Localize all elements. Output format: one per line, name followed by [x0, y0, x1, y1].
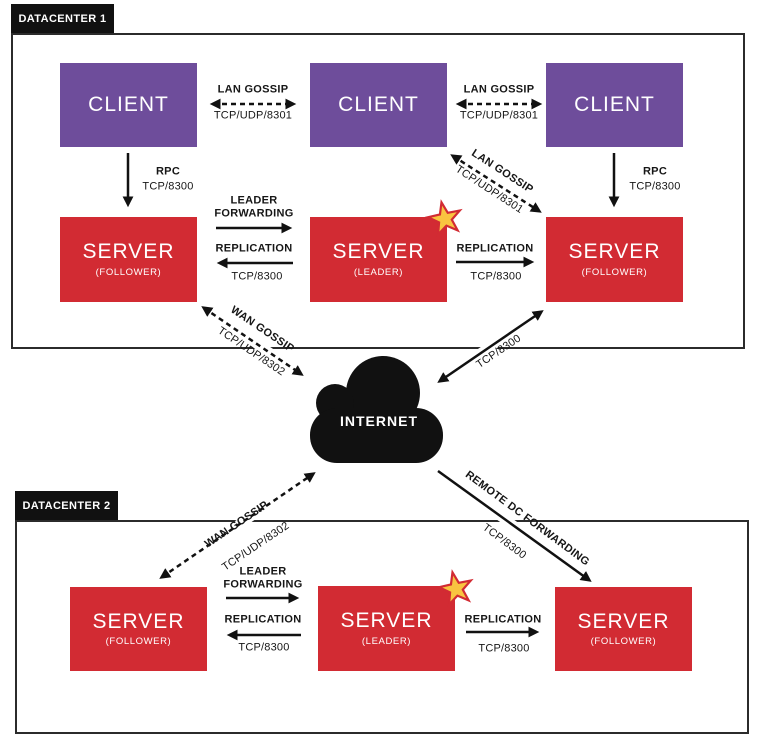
dc1-client-1-title: CLIENT: [88, 92, 169, 116]
dc1-client-2-title: CLIENT: [338, 92, 419, 116]
datacenter-1-label: DATACENTER 1: [11, 4, 114, 33]
dc2-server-1-role: (FOLLOWER): [105, 636, 172, 648]
dc1-client-3-title: CLIENT: [574, 92, 655, 116]
dc1-server-3-role: (FOLLOWER): [581, 266, 648, 278]
rpc-left-port: TCP/8300: [142, 180, 194, 193]
dc1-client-2: CLIENT: [310, 63, 447, 147]
replication-dc2-right-title: REPLICATION: [464, 613, 542, 626]
datacenter-2-label: DATACENTER 2: [15, 491, 118, 520]
internet-cloud: [310, 356, 443, 463]
datacenter-2-label-text: DATACENTER 2: [22, 499, 111, 512]
replication-dc2-left-title: REPLICATION: [224, 613, 302, 626]
datacenter-1-frame: [11, 33, 745, 349]
dc2-server-1-title: SERVER: [92, 609, 185, 633]
dc2-server-follower-2: SERVER (FOLLOWER): [555, 587, 692, 671]
dc1-server-leader: SERVER (LEADER): [310, 217, 447, 302]
lan-gossip-right-port: TCP/UDP/8301: [459, 109, 539, 122]
replication-dc2-left-port: TCP/8300: [238, 641, 290, 654]
dc1-client-1: CLIENT: [60, 63, 197, 147]
dc1-server-2-title: SERVER: [332, 240, 425, 264]
dc2-server-2-role: (LEADER): [361, 635, 412, 647]
rpc-right-port: TCP/8300: [629, 180, 681, 193]
dc1-server-2-role: (LEADER): [353, 266, 404, 278]
rpc-left-title: RPC: [155, 165, 181, 178]
replication-dc2-right-port: TCP/8300: [478, 642, 530, 655]
dc2-server-3-role: (FOLLOWER): [590, 636, 657, 648]
dc1-server-1-title: SERVER: [82, 240, 175, 264]
dc1-server-1-role: (FOLLOWER): [95, 266, 162, 278]
rpc-right-title: RPC: [642, 165, 668, 178]
replication-dc1-left-title: REPLICATION: [215, 242, 293, 255]
lan-gossip-right-title: LAN GOSSIP: [463, 83, 535, 96]
internet-label: INTERNET: [340, 413, 418, 429]
dc1-server-follower-1: SERVER (FOLLOWER): [60, 217, 197, 302]
leader-forwarding-dc1-line1: LEADER: [230, 194, 278, 207]
dc2-server-2-title: SERVER: [340, 609, 433, 633]
leader-forwarding-dc2-line2: FORWARDING: [223, 578, 303, 591]
dc2-server-leader: SERVER (LEADER): [318, 586, 455, 671]
leader-forwarding-dc1-line2: FORWARDING: [214, 207, 294, 220]
dc1-server-follower-2: SERVER (FOLLOWER): [546, 217, 683, 302]
replication-dc1-left-port: TCP/8300: [231, 270, 283, 283]
replication-dc1-right-port: TCP/8300: [470, 270, 522, 283]
datacenter-2-frame: [15, 520, 749, 734]
dc1-server-3-title: SERVER: [568, 240, 661, 264]
dc2-server-3-title: SERVER: [577, 609, 670, 633]
lan-gossip-left-port: TCP/UDP/8301: [213, 109, 293, 122]
dc1-client-3: CLIENT: [546, 63, 683, 147]
lan-gossip-left-title: LAN GOSSIP: [217, 83, 289, 96]
replication-dc1-right-title: REPLICATION: [456, 242, 534, 255]
dc2-server-follower-1: SERVER (FOLLOWER): [70, 587, 207, 671]
leader-forwarding-dc2-line1: LEADER: [239, 565, 287, 578]
datacenter-1-label-text: DATACENTER 1: [18, 12, 107, 25]
